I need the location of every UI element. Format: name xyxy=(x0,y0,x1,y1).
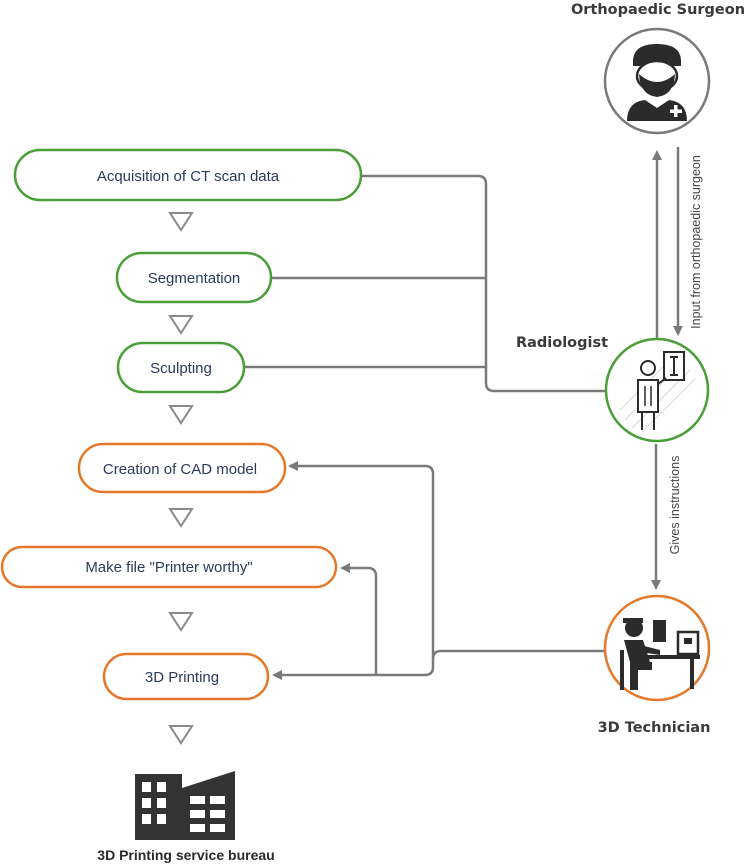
technician-to-cad-connector xyxy=(288,461,435,659)
technician-to-printer-worthy-connector xyxy=(340,563,378,675)
bureau-label: 3D Printing service bureau xyxy=(97,847,274,863)
radiologist-label: Radiologist xyxy=(516,335,608,351)
step-sculpting-label: Sculpting xyxy=(150,360,212,377)
office-building-icon xyxy=(135,771,235,840)
step-ct-scan-label: Acquisition of CT scan data xyxy=(97,168,280,185)
step-cad-model: Creation of CAD model xyxy=(77,442,287,494)
technician-label: 3D Technician xyxy=(598,720,711,736)
step-segmentation: Segmentation xyxy=(115,251,273,304)
step-printer-worthy-label: Make file "Printer worthy" xyxy=(85,559,252,576)
down-triangle-icon xyxy=(168,315,194,335)
step-printer-worthy: Make file "Printer worthy" xyxy=(0,545,338,589)
surgeon-icon xyxy=(603,27,711,135)
down-triangle-icon xyxy=(168,212,194,232)
step-segmentation-label: Segmentation xyxy=(148,270,241,287)
connectors xyxy=(244,147,683,680)
ct-scan-connector xyxy=(361,174,610,393)
technician-to-printing-connector xyxy=(272,649,609,680)
gives-instructions-label: Gives instructions xyxy=(668,456,682,555)
down-triangle-icon xyxy=(168,725,194,745)
step-arrows xyxy=(168,212,194,745)
step-printing-label: 3D Printing xyxy=(145,669,219,686)
step-sculpting: Sculpting xyxy=(116,341,246,394)
surgeon-label: Orthopaedic Surgeon xyxy=(571,2,745,18)
step-ct-scan: Acquisition of CT scan data xyxy=(13,148,363,202)
step-printing: 3D Printing xyxy=(102,652,270,701)
down-triangle-icon xyxy=(168,508,194,528)
down-triangle-icon xyxy=(168,612,194,632)
technician-icon xyxy=(603,594,711,702)
radiologist-xray-icon xyxy=(604,337,710,443)
surgeon-input-label: Input from orthopaedic surgeon xyxy=(689,155,703,329)
step-cad-model-label: Creation of CAD model xyxy=(103,461,257,478)
down-triangle-icon xyxy=(168,405,194,425)
